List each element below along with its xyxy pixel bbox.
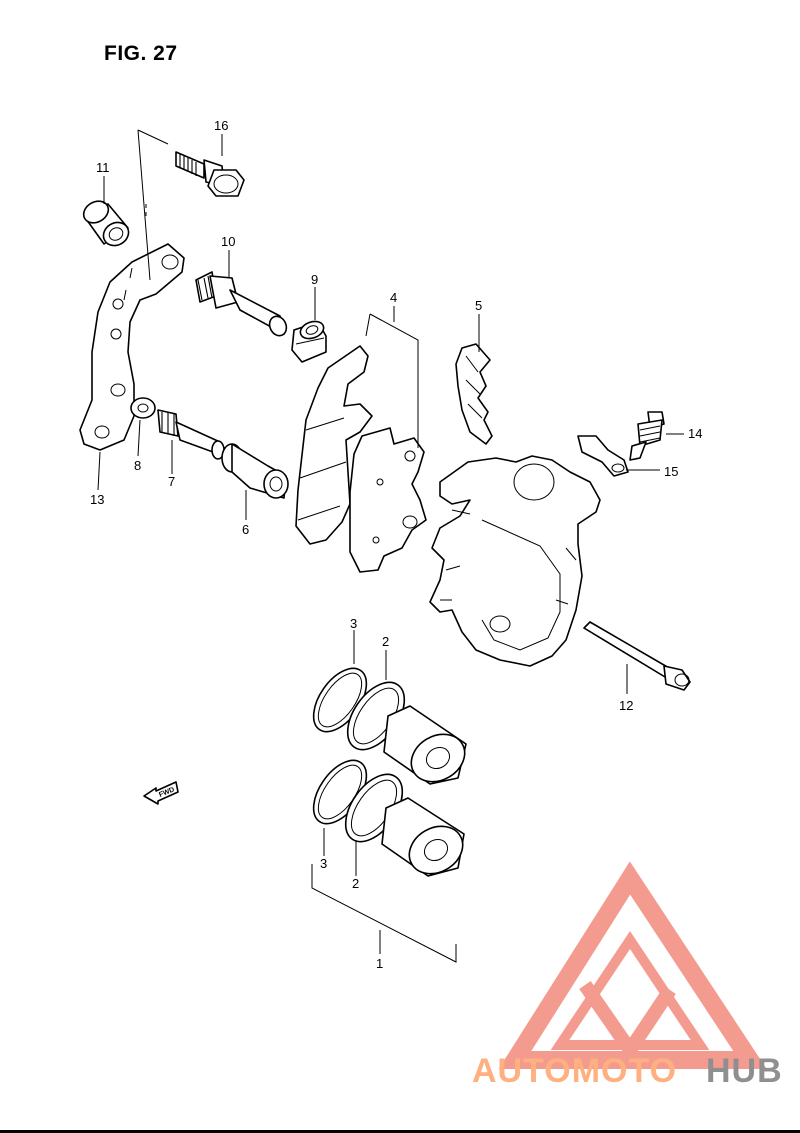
boot-9 — [291, 320, 327, 363]
brake-pads-4 — [295, 345, 427, 573]
callout-7: 7 — [168, 474, 175, 489]
callout-8: 8 — [134, 458, 141, 473]
bracket-13 — [79, 243, 185, 451]
piston-seal-set-upper — [312, 667, 467, 785]
bolt-7 — [157, 409, 225, 460]
callout-labels: 16 11 10 9 4 5 14 15 8 7 6 13 12 3 2 3 2… — [90, 118, 702, 971]
bushing-6 — [221, 443, 289, 499]
pad-spring-5 — [455, 343, 493, 445]
callout-6: 6 — [242, 522, 249, 537]
callout-14: 14 — [688, 426, 702, 441]
callout-3-lower: 3 — [320, 856, 327, 871]
leader-lines — [97, 129, 684, 963]
cap-15 — [577, 435, 629, 477]
callout-5: 5 — [475, 298, 482, 313]
bottom-border — [0, 1130, 800, 1133]
callout-2-lower: 2 — [352, 876, 359, 891]
watermark-brand-part1: AUTOMOTO — [472, 1052, 677, 1090]
watermark-brand-part2: HUB — [706, 1052, 783, 1090]
callout-13: 13 — [90, 492, 104, 507]
washer-8 — [130, 397, 156, 419]
callout-1: 1 — [376, 956, 383, 971]
piston-seal-set-lower — [312, 759, 465, 877]
pin-10 — [195, 271, 288, 337]
callout-9: 9 — [311, 272, 318, 287]
callout-4: 4 — [390, 290, 397, 305]
watermark-text: AUTOMOTO HUB — [472, 1052, 783, 1090]
callout-2-upper: 2 — [382, 634, 389, 649]
watermark-logo — [498, 861, 767, 1069]
fwd-arrow-icon: FWD — [143, 781, 179, 805]
bleeder-valve-14 — [629, 411, 665, 461]
bolt-16 — [175, 151, 245, 197]
callout-15: 15 — [664, 464, 678, 479]
callout-11: 11 — [96, 160, 110, 175]
figure-title: FIG. 27 — [104, 42, 178, 65]
callout-10: 10 — [221, 234, 235, 249]
caliper-body — [429, 455, 601, 667]
callout-12: 12 — [619, 698, 633, 713]
callout-3-upper: 3 — [350, 616, 357, 631]
callout-16: 16 — [214, 118, 228, 133]
slide-pin-12 — [583, 621, 691, 691]
collar-11 — [82, 200, 130, 247]
